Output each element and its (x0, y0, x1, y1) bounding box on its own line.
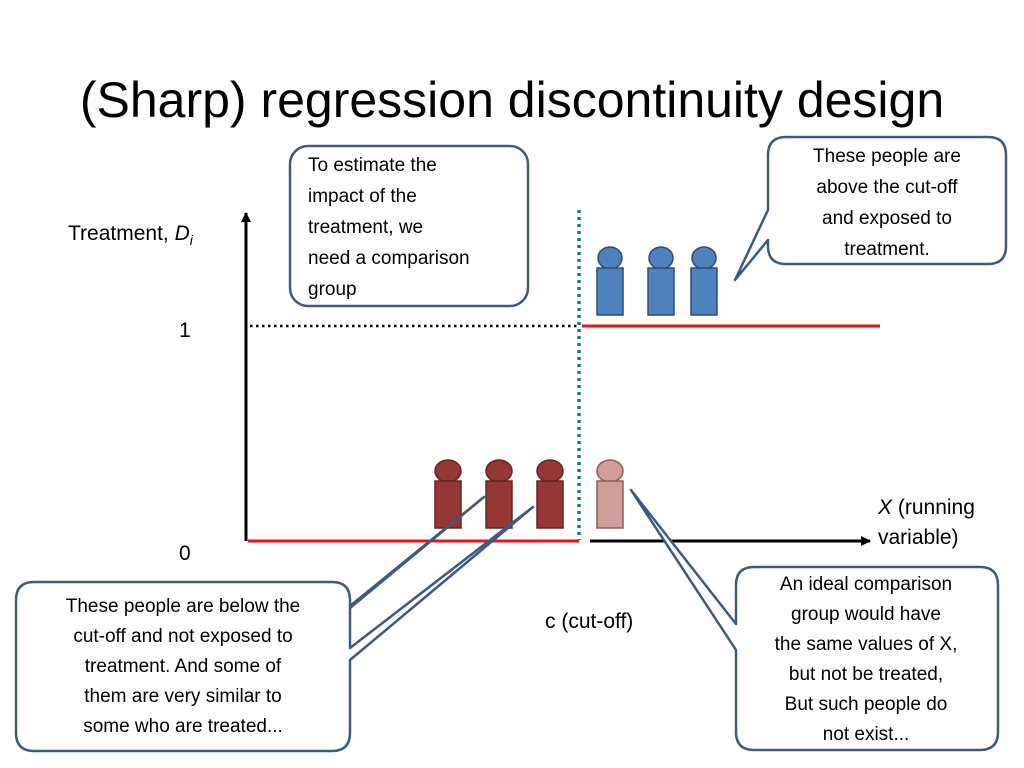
callout-ideal-comparison-text: An ideal comparison group would have the… (775, 574, 958, 745)
treated-person-body (596, 267, 624, 316)
treated-person-head (691, 246, 717, 270)
treated-person-head (648, 246, 674, 270)
svg-text:impact of the: impact of the (308, 186, 417, 207)
svg-text:treatment. And some of: treatment. And some of (85, 656, 282, 677)
callout-below-cutoff-text: These people are below the cut-off and n… (66, 596, 301, 737)
untreated-person-head (434, 459, 462, 483)
svg-text:some who are treated...: some who are treated... (83, 716, 283, 737)
svg-text:To estimate the: To estimate the (308, 155, 437, 176)
callout-comparison-need-text: To estimate the impact of the treatment,… (308, 155, 470, 300)
svg-text:but not be treated,: but not be treated, (789, 664, 943, 685)
callout-below-cutoff (14, 495, 535, 753)
y-axis-label: Treatment, Di (68, 222, 194, 248)
untreated-person-body (536, 480, 564, 529)
callout-ideal-comparison (629, 488, 1000, 752)
svg-text:treatment.: treatment. (844, 239, 930, 260)
treated-person-head (597, 246, 623, 270)
hypothetical-person-body (596, 480, 624, 529)
hypothetical-person-head (596, 459, 624, 483)
svg-text:These people are: These people are (813, 146, 961, 167)
callout-comparison-need (288, 144, 530, 308)
svg-text:above the cut-off: above the cut-off (816, 177, 958, 198)
svg-text:An ideal comparison: An ideal comparison (780, 574, 952, 595)
svg-text:them are very similar to: them are very similar to (84, 686, 281, 707)
svg-text:the same values of X,: the same values of X, (775, 634, 958, 655)
x-axis-label: X (running (877, 496, 975, 519)
callout-above-cutoff (733, 135, 1008, 282)
cutoff-label: c (cut-off) (545, 610, 633, 633)
tick-label-one: 1 (179, 319, 191, 342)
treated-person-body (690, 267, 718, 316)
x-axis-label-line2: variable) (878, 526, 959, 549)
svg-text:But such people do: But such people do (785, 694, 948, 715)
svg-text:treatment, we: treatment, we (308, 217, 423, 238)
svg-text:cut-off and not exposed to: cut-off and not exposed to (73, 626, 292, 647)
slide-title: (Sharp) regression discontinuity design (80, 72, 944, 128)
untreated-people (434, 459, 564, 529)
treated-person-body (647, 267, 675, 316)
svg-text:not exist...: not exist... (823, 724, 910, 745)
untreated-person-body (485, 480, 513, 529)
svg-text:group would have: group would have (791, 604, 941, 625)
treated-people (596, 246, 718, 316)
svg-text:and exposed to: and exposed to (822, 208, 952, 229)
svg-text:group: group (308, 279, 357, 300)
svg-text:These people are below the: These people are below the (66, 596, 301, 617)
untreated-person-head (485, 459, 513, 483)
untreated-person-head (536, 459, 564, 483)
callout-above-cutoff-text: These people are above the cut-off and e… (813, 146, 961, 260)
untreated-person-body (434, 480, 462, 529)
tick-label-zero: 0 (179, 542, 191, 565)
svg-text:need a comparison: need a comparison (308, 248, 470, 269)
hypothetical-person (596, 459, 624, 529)
